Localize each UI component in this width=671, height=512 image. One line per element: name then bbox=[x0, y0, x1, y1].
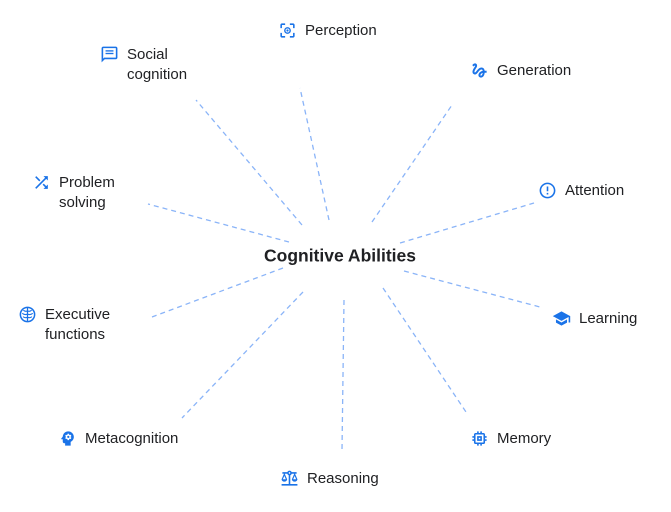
node-attention: Attention bbox=[538, 181, 624, 201]
node-perception: Perception bbox=[278, 21, 377, 41]
node-metacognition: Metacognition bbox=[58, 429, 178, 449]
graduation-cap-icon bbox=[552, 309, 571, 328]
speech-bubble-icon bbox=[100, 45, 119, 64]
connector-metacognition bbox=[181, 291, 304, 419]
node-label: Perception bbox=[305, 22, 377, 39]
node-label: Attention bbox=[565, 182, 625, 199]
connector-problem-solving bbox=[147, 203, 290, 243]
exclamation-circle-icon bbox=[538, 181, 557, 200]
node-executive-functions: Executive functions bbox=[18, 305, 125, 346]
node-label: Reasoning bbox=[307, 470, 379, 487]
connector-executive-functions bbox=[151, 267, 284, 318]
brain-icon bbox=[18, 305, 37, 324]
node-learning: Learning bbox=[552, 309, 637, 329]
squiggle-icon bbox=[470, 61, 489, 80]
focus-eye-icon bbox=[278, 21, 297, 40]
node-label: Generation bbox=[497, 62, 572, 79]
connector-attention bbox=[399, 202, 535, 244]
diagram-center-title: Cognitive Abilities bbox=[263, 245, 417, 266]
chip-icon bbox=[470, 429, 489, 448]
node-label: Learning bbox=[579, 310, 638, 327]
connector-generation bbox=[371, 104, 453, 223]
node-label: Metacognition bbox=[85, 430, 179, 447]
node-label: Social cognition bbox=[127, 46, 188, 84]
node-problem-solving: Problem solving bbox=[32, 173, 131, 214]
node-label: Memory bbox=[497, 430, 552, 447]
node-reasoning: Reasoning bbox=[280, 469, 379, 489]
node-memory: Memory bbox=[470, 429, 551, 449]
balance-scale-icon bbox=[280, 469, 299, 488]
node-label: Executive functions bbox=[45, 306, 111, 344]
shuffle-arrows-icon bbox=[32, 173, 51, 192]
node-social-cognition: Social cognition bbox=[100, 45, 207, 86]
connector-reasoning bbox=[341, 299, 345, 451]
connector-memory bbox=[382, 287, 467, 413]
node-generation: Generation bbox=[470, 61, 571, 81]
node-label: Problem solving bbox=[59, 174, 115, 212]
connector-perception bbox=[299, 87, 330, 221]
connector-social-cognition bbox=[195, 99, 303, 226]
head-gear-icon bbox=[58, 429, 77, 448]
connector-learning bbox=[403, 270, 541, 308]
